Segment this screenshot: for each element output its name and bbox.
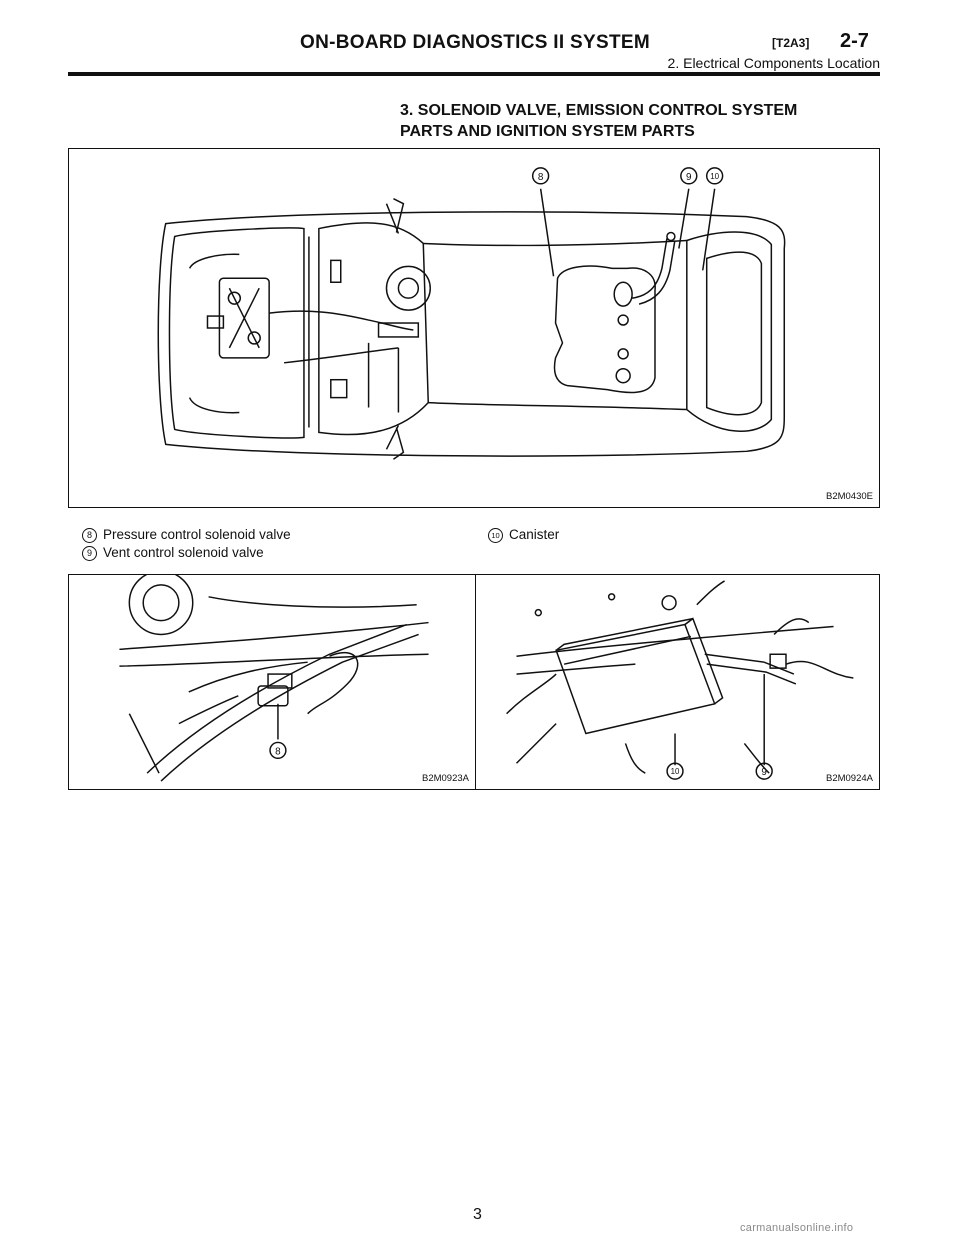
- detail-right-callout-10-label: 10: [671, 767, 680, 776]
- legend-label-9: Vent control solenoid valve: [103, 545, 264, 560]
- detail-figure-left: 8 B2M0923A: [68, 574, 476, 790]
- legend-item-9: 9 Vent control solenoid valve: [82, 544, 291, 562]
- header-subtitle: 2. Electrical Components Location: [667, 55, 880, 71]
- callout-9: 9: [680, 167, 698, 185]
- legend-label-10: Canister: [509, 527, 560, 542]
- section-title: 3. SOLENOID VALVE, EMISSION CONTROL SYST…: [400, 100, 880, 142]
- detail-right-code: B2M0924A: [825, 773, 873, 784]
- legend-item-10: 10 Canister: [488, 526, 559, 544]
- callout-9-label: 9: [686, 172, 692, 183]
- callout-10-label: 10: [710, 172, 719, 181]
- section-title-line1: 3. SOLENOID VALVE, EMISSION CONTROL SYST…: [400, 102, 798, 119]
- legend-left: 8 Pressure control solenoid valve 9 Vent c…: [82, 526, 291, 562]
- detail-figure-right: 10 9 B2M0924A: [475, 574, 880, 790]
- callout-8: 8: [531, 167, 550, 185]
- car-top-view-illustration: 8 9 10: [157, 167, 786, 460]
- header-section-code: [T2A3]: [772, 36, 810, 50]
- legend-num-10: 10: [488, 528, 503, 543]
- section-title-line2: PARTS AND IGNITION SYSTEM PARTS: [400, 123, 695, 140]
- main-figure: 8 9 10 B2M0430E: [68, 148, 880, 508]
- header-title: ON-BOARD DIAGNOSTICS II SYSTEM: [300, 32, 650, 53]
- canister-illustration: 10 9: [506, 580, 854, 780]
- watermark: carmanualsonline.info: [740, 1222, 854, 1234]
- detail-left-callout-8: 8: [269, 741, 287, 760]
- callout-8-label: 8: [538, 172, 544, 183]
- detail-right-callout-9-label: 9: [761, 767, 767, 778]
- page-number: 3: [473, 1206, 482, 1223]
- detail-left-callout-8-label: 8: [275, 746, 281, 757]
- solenoid-valve-illustration: 8: [119, 575, 429, 782]
- detail-left-code: B2M0923A: [421, 773, 469, 784]
- legend-num-8: 8: [82, 528, 97, 543]
- main-figure-code: B2M0430E: [825, 491, 873, 502]
- legend-label-8: Pressure control solenoid valve: [103, 527, 291, 542]
- legend-item-8: 8 Pressure control solenoid valve: [82, 526, 291, 544]
- callout-10: 10: [705, 167, 724, 185]
- header-page-number: 2-7: [840, 30, 869, 52]
- legend-right: 10 Canister: [488, 526, 559, 544]
- detail-right-callout-10: 10: [666, 762, 684, 780]
- legend-num-9: 9: [82, 546, 97, 561]
- header-rule: [68, 72, 880, 76]
- detail-right-callout-9: 9: [755, 762, 773, 780]
